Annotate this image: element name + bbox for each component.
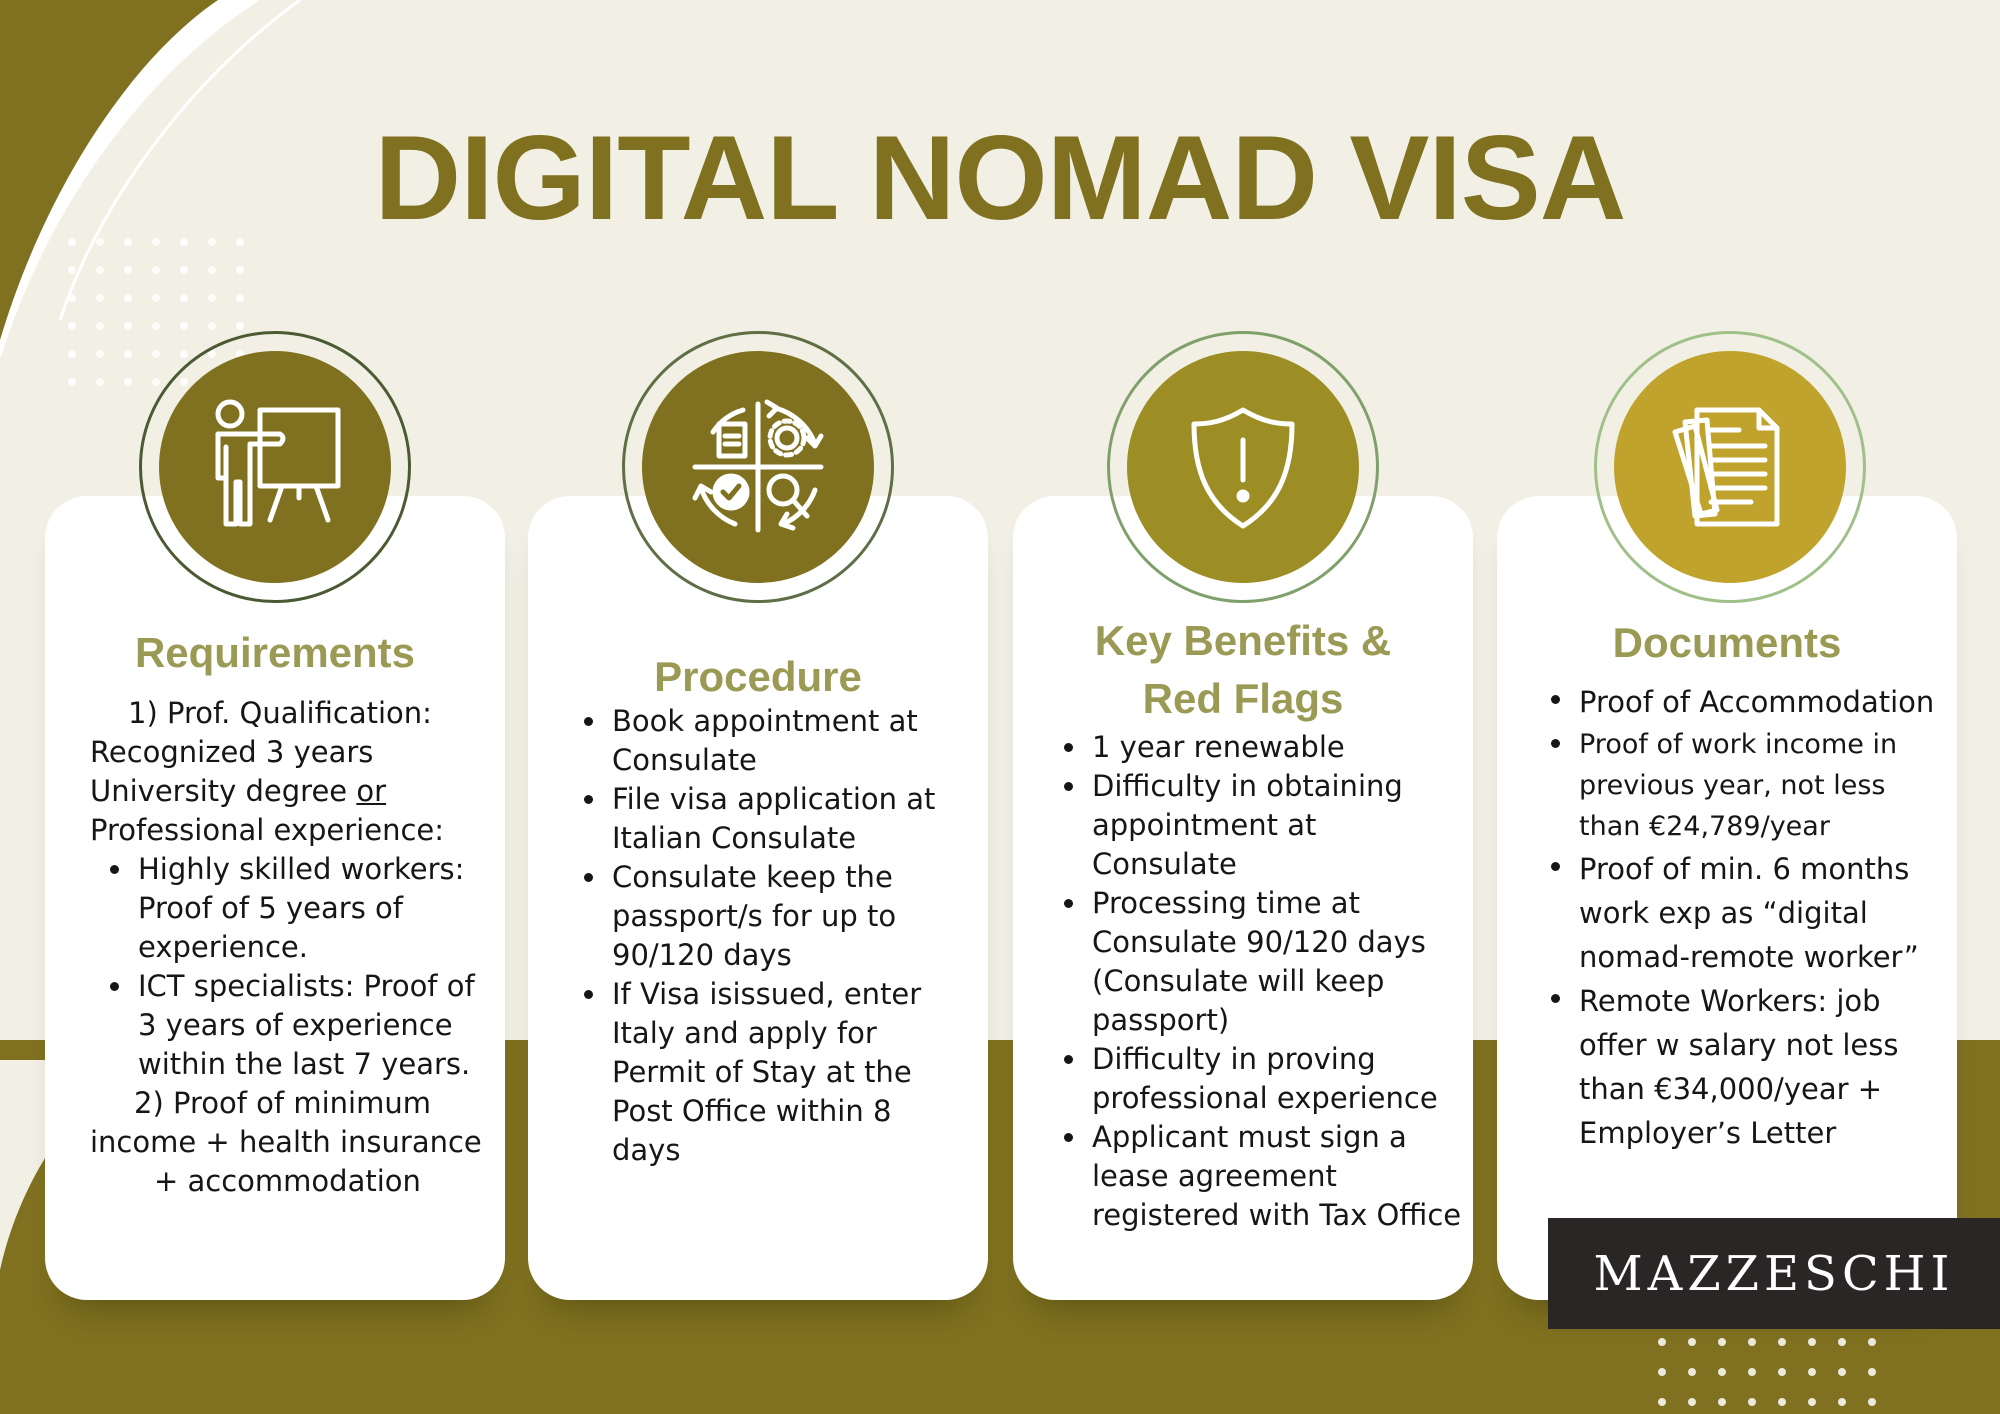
list-item: Book appointment at Consulate xyxy=(578,702,968,780)
benefits-title: Key Benefits & Red Flags xyxy=(1094,617,1392,722)
shield-alert-icon xyxy=(1191,407,1295,529)
documents-list: Proof of Accommodation Proof of work inc… xyxy=(1545,680,1945,1155)
documents-content: Proof of Accommodation Proof of work inc… xyxy=(1545,680,1945,1155)
documents-stack-icon xyxy=(1672,407,1780,527)
benefits-content: 1 year renewable Difficulty in obtaining… xyxy=(1058,728,1468,1235)
presenter-board-icon xyxy=(215,399,341,527)
requirements-content: 1) Prof. Qualification: Recognized 3 yea… xyxy=(90,694,490,1201)
req-line: Recognized 3 years xyxy=(90,735,374,769)
list-item: File visa application at Italian Consula… xyxy=(578,780,968,858)
documents-card: Documents Proof of Accommodation Proof o… xyxy=(1497,496,1957,1300)
documents-badge xyxy=(1594,331,1866,603)
list-item: Remote Workers: job offer w salary not l… xyxy=(1545,979,1945,1155)
req-line: + accommodation xyxy=(154,1164,421,1198)
req-line: Professional experience: xyxy=(90,813,445,847)
list-item: Highly skilled workers: Proof of 5 years… xyxy=(104,850,490,967)
benefits-badge xyxy=(1107,331,1379,603)
req-list: Highly skilled workers: Proof of 5 years… xyxy=(104,850,490,1084)
list-item: If Visa isissued, enter Italy and apply … xyxy=(578,975,968,1170)
req-line: University degree or xyxy=(90,774,387,808)
list-item: ICT specialists: Proof of 3 years of exp… xyxy=(104,967,490,1084)
benefits-list: 1 year renewable Difficulty in obtaining… xyxy=(1058,728,1468,1235)
list-item: 1 year renewable xyxy=(1058,728,1468,767)
list-item: Processing time at Consulate 90/120 days… xyxy=(1058,884,1468,1040)
requirements-badge xyxy=(139,331,411,603)
requirements-card: Requirements 1) Prof. Qualification: Rec… xyxy=(45,496,505,1300)
documents-title: Documents xyxy=(1612,619,1842,666)
list-item: Proof of min. 6 months work exp as “digi… xyxy=(1545,847,1945,979)
page-title: DIGITAL NOMAD VISA xyxy=(374,111,1627,245)
list-item: Applicant must sign a lease agreement re… xyxy=(1058,1118,1468,1235)
req-line: 2) Proof of minimum xyxy=(134,1086,431,1120)
req-line: 1) Prof. Qualification: xyxy=(128,696,432,730)
brand-logo: MAZZESCHI xyxy=(1548,1218,2000,1329)
process-cycle-icon xyxy=(692,399,824,533)
procedure-title: Procedure xyxy=(654,653,862,700)
list-item: Difficulty in obtaining appointment at C… xyxy=(1058,767,1468,884)
procedure-content: Book appointment at Consulate File visa … xyxy=(578,702,968,1170)
list-item: Proof of Accommodation xyxy=(1545,680,1945,724)
benefits-card: Key Benefits & Red Flags 1 year renewabl… xyxy=(1013,496,1473,1300)
list-item: Difficulty in proving professional exper… xyxy=(1058,1040,1468,1118)
list-item: Proof of work income in previous year, n… xyxy=(1545,724,1945,847)
requirements-title: Requirements xyxy=(134,629,416,676)
req-line: income + health insurance xyxy=(90,1125,482,1159)
procedure-badge xyxy=(622,331,894,603)
list-item: Consulate keep the passport/s for up to … xyxy=(578,858,968,975)
procedure-list: Book appointment at Consulate File visa … xyxy=(578,702,968,1170)
procedure-card: Procedure Book appointment at Consulate … xyxy=(528,496,988,1300)
